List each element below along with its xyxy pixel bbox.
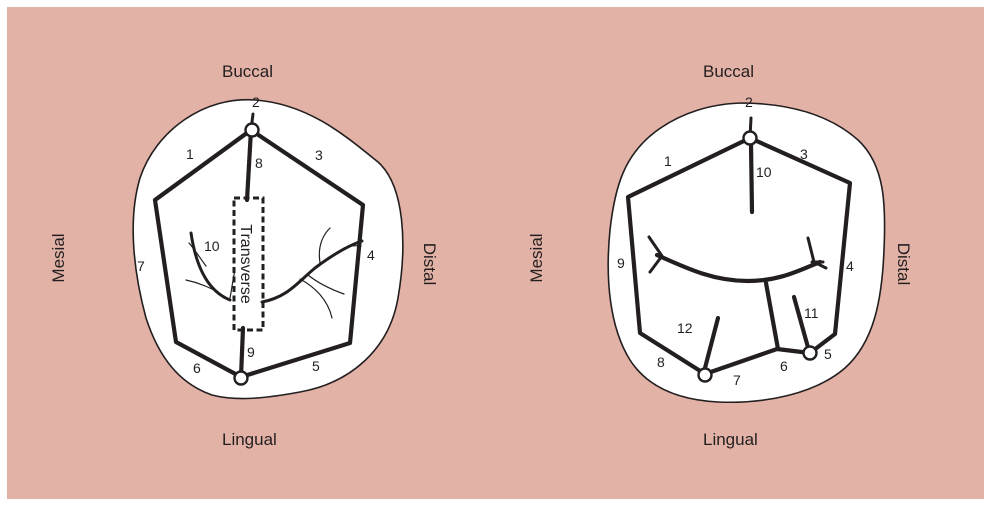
left-number-6: 6 bbox=[193, 360, 201, 376]
left-transverse-label: Transverse bbox=[237, 224, 254, 304]
right-lingual-pit-distal bbox=[804, 347, 817, 360]
right-lingual-label: Lingual bbox=[703, 430, 758, 449]
left-number-8: 8 bbox=[255, 155, 263, 171]
right-number-1: 1 bbox=[664, 153, 672, 169]
left-number-4: 4 bbox=[367, 247, 375, 263]
right-number-9: 9 bbox=[617, 255, 625, 271]
left-number-2: 2 bbox=[252, 94, 260, 110]
right-lingual-pit-mesial bbox=[699, 369, 712, 382]
right-number-11: 11 bbox=[804, 305, 819, 321]
left-number-9: 9 bbox=[247, 344, 255, 360]
right-number-6: 6 bbox=[780, 358, 788, 374]
right-number-10: 10 bbox=[756, 164, 772, 180]
left-mesial-label: Mesial bbox=[49, 233, 68, 282]
left-number-3: 3 bbox=[315, 147, 323, 163]
left-lingual-label: Lingual bbox=[222, 430, 277, 449]
right-groove-10 bbox=[751, 144, 752, 212]
right-number-12: 12 bbox=[677, 320, 693, 336]
left-number-10: 10 bbox=[204, 238, 220, 254]
right-mesial-label: Mesial bbox=[527, 233, 546, 282]
right-number-8: 8 bbox=[657, 354, 665, 370]
left-number-7: 7 bbox=[137, 258, 145, 274]
right-number-2: 2 bbox=[745, 94, 753, 110]
right-number-3: 3 bbox=[800, 146, 808, 162]
left-groove-9 bbox=[241, 328, 243, 377]
right-buccal-label: Buccal bbox=[703, 62, 754, 81]
right-number-5: 5 bbox=[824, 346, 832, 362]
left-number-1: 1 bbox=[186, 146, 194, 162]
figure-background: Buccal Lingual Mesial Distal Transverse … bbox=[7, 7, 984, 499]
right-buccal-pit bbox=[744, 132, 757, 145]
left-lingual-pit bbox=[235, 372, 248, 385]
right-number-4: 4 bbox=[846, 258, 854, 274]
left-buccal-label: Buccal bbox=[222, 62, 273, 81]
left-buccal-pit bbox=[246, 124, 259, 137]
right-number-7: 7 bbox=[733, 372, 741, 388]
right-distal-label: Distal bbox=[894, 243, 913, 286]
left-number-5: 5 bbox=[312, 358, 320, 374]
tooth-diagrams: Buccal Lingual Mesial Distal Transverse … bbox=[7, 7, 984, 499]
left-distal-label: Distal bbox=[420, 243, 439, 286]
